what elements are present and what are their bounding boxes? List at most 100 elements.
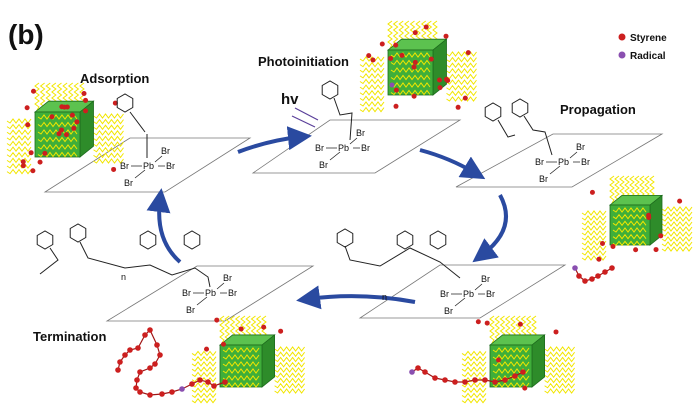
- styrene-monomer: [20, 159, 26, 165]
- arrow-growth-to-termination: [296, 285, 416, 310]
- vinyl-bond: [129, 111, 148, 158]
- ligand-chain: [191, 392, 217, 399]
- ligand-chain: [274, 367, 305, 373]
- ligand-chain: [6, 135, 32, 141]
- ligand-chain: [492, 375, 530, 381]
- ligand-chain: [544, 372, 575, 379]
- ligand-chain: [6, 118, 32, 124]
- styrene-bead: [512, 373, 518, 379]
- ligand-chain: [581, 225, 607, 231]
- styrene-bead: [576, 273, 582, 279]
- styrene-monomer: [238, 326, 244, 332]
- styrene-monomer: [112, 100, 118, 106]
- ligand-chain: [222, 375, 260, 381]
- styrene-monomer: [278, 328, 284, 334]
- pb-br-bonds: [131, 155, 165, 179]
- lead-atom-label: Pb: [143, 161, 154, 171]
- ligand-chain: [446, 62, 477, 69]
- ligand-chain: [191, 366, 217, 372]
- styrene-monomer: [443, 33, 449, 39]
- styrene-monomer: [589, 189, 595, 195]
- styrene-monomer: [423, 24, 429, 30]
- ligand-chain: [6, 168, 32, 175]
- ligand-chain: [581, 210, 607, 216]
- ligand-chain: [37, 114, 78, 120]
- ligand-chain: [359, 73, 385, 79]
- polymer-chain: [409, 365, 526, 385]
- benzene-ring: [396, 230, 414, 250]
- light-hv-label: hv: [281, 91, 299, 108]
- bromine-label: Br: [486, 289, 495, 299]
- legend-styrene-label: Styrene: [630, 33, 667, 44]
- bromine-label: Br: [124, 178, 133, 188]
- bromine-label: Br: [535, 157, 544, 167]
- ligand-chain: [612, 227, 647, 233]
- styrene-monomer: [74, 119, 80, 125]
- step-label-termination: Termination: [33, 329, 106, 344]
- ligand-chain: [446, 79, 477, 85]
- styrene-monomer: [484, 320, 490, 326]
- styrene-bead: [602, 269, 608, 275]
- ligand-chain: [224, 315, 231, 344]
- ligand-chain: [492, 382, 530, 388]
- styrene-bead: [442, 377, 448, 383]
- bromine-label: Br: [186, 305, 195, 315]
- ligand-chain: [359, 106, 385, 113]
- ligand-chain: [191, 350, 217, 357]
- ligand-chain: [37, 136, 78, 143]
- styrene-bead: [122, 352, 128, 358]
- styrene-monomer: [366, 53, 372, 59]
- radical-marker: [179, 386, 185, 392]
- lead-atom-label: Pb: [338, 143, 349, 153]
- styrene-monomer: [553, 329, 559, 335]
- ligand-chain: [359, 56, 385, 62]
- styrene-bead: [137, 389, 143, 395]
- ligand-chain: [387, 20, 393, 49]
- styrene-monomer: [61, 104, 67, 110]
- styrene-monomer: [63, 132, 69, 138]
- arrow-propagation-to-growth: [472, 194, 508, 263]
- ligand-chain: [492, 354, 530, 360]
- styrene-bead: [482, 377, 488, 383]
- nanocrystal-cube: [359, 20, 477, 113]
- styrene-bead: [211, 383, 217, 389]
- styrene-monomer: [214, 317, 220, 323]
- ligand-chain: [461, 397, 487, 404]
- styrene-monomer: [56, 131, 62, 137]
- styrene-bead: [157, 352, 163, 358]
- polymer-chain: [572, 265, 615, 284]
- styrene-monomer: [600, 240, 606, 246]
- styrene-monomer: [83, 97, 89, 103]
- repeat-unit-n: n: [121, 272, 126, 282]
- ligand-chain: [446, 73, 477, 80]
- styrene-bead: [137, 369, 143, 375]
- ligand-chain: [544, 361, 575, 368]
- styrene-monomer: [379, 41, 385, 47]
- ligand-chain: [93, 146, 124, 153]
- ligand-chain: [93, 152, 124, 159]
- ligand-chain: [446, 90, 477, 97]
- ligand-chain: [274, 346, 305, 352]
- bromine-label: Br: [161, 146, 170, 156]
- styrene-bead: [472, 377, 478, 383]
- styrene-monomer: [261, 324, 267, 330]
- ligand-chain: [191, 355, 217, 362]
- bromine-label: Br: [581, 157, 590, 167]
- styrene-monomer: [37, 159, 43, 165]
- ligand-chain: [93, 141, 124, 147]
- ligand-chain: [494, 315, 501, 344]
- ligand-chain: [492, 368, 530, 374]
- cube-front-face: [387, 49, 434, 96]
- styrene-monomer: [475, 319, 481, 325]
- styrene-monomer: [388, 55, 394, 61]
- styrene-monomer: [28, 150, 34, 156]
- styrene-bead: [462, 379, 468, 385]
- styrene-bead: [422, 369, 428, 375]
- styrene-monomer: [412, 59, 418, 65]
- styrene-bead: [135, 345, 141, 351]
- ligand-chain: [222, 382, 260, 388]
- ligand-chain: [359, 101, 385, 107]
- bromine-label: Br: [315, 143, 324, 153]
- bromine-label: Br: [319, 160, 328, 170]
